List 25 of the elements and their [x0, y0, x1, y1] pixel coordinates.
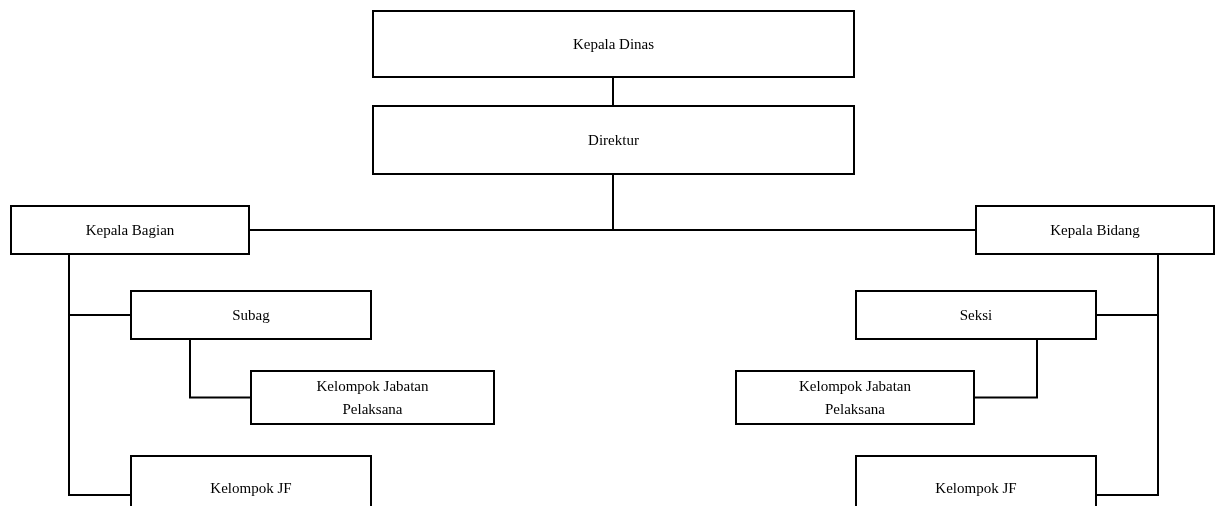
connector-line	[189, 339, 251, 399]
box-label: Kepala Dinas	[572, 34, 655, 54]
org-box	[10, 205, 250, 255]
box-label: Direktur	[588, 130, 639, 150]
org-box	[855, 455, 1097, 506]
box-label: Subag	[232, 305, 270, 325]
org-box	[855, 290, 1097, 340]
box-label: Kepala Bagian	[85, 220, 175, 240]
org-box	[372, 10, 855, 78]
org-box	[130, 455, 372, 506]
connector-line	[68, 254, 131, 496]
box-label: Kelompok Jabatan Pelaksana	[797, 377, 913, 419]
org-box	[372, 105, 855, 175]
box-label: Kelompok JF	[210, 479, 292, 498]
org-box	[250, 370, 495, 425]
box-label: Kepala Bidang	[1050, 220, 1140, 240]
connector-line	[612, 77, 614, 106]
connector-line	[974, 339, 1038, 399]
org-box	[735, 370, 975, 425]
org-box	[130, 290, 372, 340]
org-box	[975, 205, 1215, 255]
box-label: Kelompok JF	[935, 479, 1017, 498]
connector-line	[1096, 254, 1159, 496]
box-label: Seksi	[959, 305, 993, 325]
box-label: Kelompok Jabatan Pelaksana	[315, 377, 430, 419]
